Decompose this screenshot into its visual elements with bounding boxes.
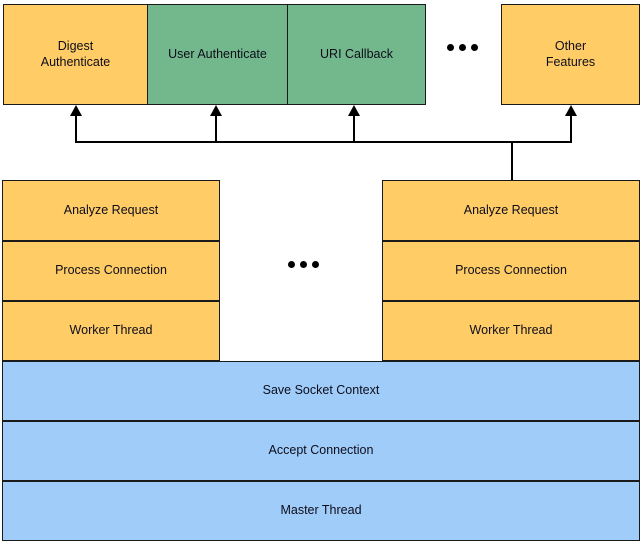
connector-bus-horizontal — [75, 141, 572, 143]
connector-drop-to-worker-right — [511, 141, 513, 181]
connector-stem-1 — [75, 115, 77, 142]
feature-box-digest-authenticate: Digest Authenticate — [3, 4, 148, 105]
connector-arrowhead-4 — [565, 105, 577, 116]
worker-right-worker-thread: Worker Thread — [382, 301, 640, 361]
ellipsis-dot — [458, 43, 466, 51]
feature-box-uri-callback: URI Callback — [287, 4, 426, 105]
master-save-socket-context: Save Socket Context — [2, 361, 640, 421]
worker-right-process-connection: Process Connection — [382, 241, 640, 301]
worker-left-worker-thread: Worker Thread — [2, 301, 220, 361]
worker-left-process-connection: Process Connection — [2, 241, 220, 301]
ellipsis-dot — [446, 43, 454, 51]
ellipsis-dot — [287, 260, 295, 268]
worker-left-analyze-request: Analyze Request — [2, 180, 220, 241]
feature-box-other-features: Other Features — [501, 4, 640, 105]
connector-stem-4 — [570, 115, 572, 142]
ellipsis-dot — [311, 260, 319, 268]
connector-arrowhead-1 — [70, 105, 82, 116]
master-master-thread: Master Thread — [2, 481, 640, 541]
worker-columns-ellipsis — [281, 257, 325, 271]
feature-row-ellipsis — [440, 40, 484, 54]
feature-box-user-authenticate: User Authenticate — [147, 4, 288, 105]
master-accept-connection: Accept Connection — [2, 421, 640, 481]
worker-right-analyze-request: Analyze Request — [382, 180, 640, 241]
connector-arrowhead-2 — [210, 105, 222, 116]
connector-stem-2 — [215, 115, 217, 142]
ellipsis-dot — [299, 260, 307, 268]
connector-arrowhead-3 — [348, 105, 360, 116]
connector-stem-3 — [353, 115, 355, 142]
ellipsis-dot — [470, 43, 478, 51]
